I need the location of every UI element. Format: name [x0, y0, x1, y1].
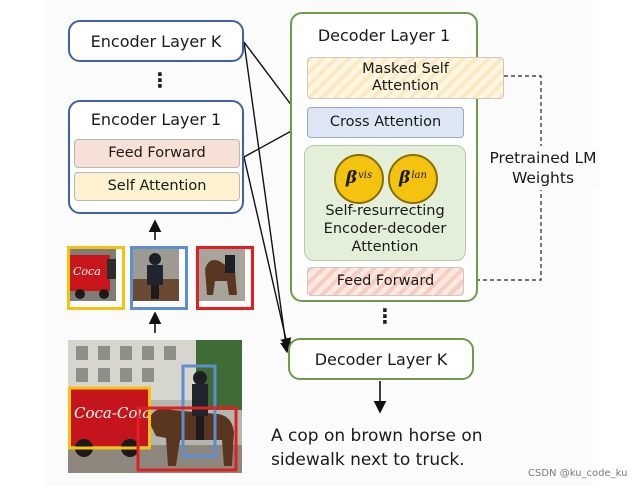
svg-text:Coca-Cola: Coca-Cola: [74, 404, 151, 422]
output-caption: A cop on brown horse on sidewalk next to…: [271, 426, 483, 470]
encoder-layer-1-box: Encoder Layer 1 Feed Forward Self Attent…: [68, 100, 244, 214]
decoder-layer-1-title: Decoder Layer 1: [317, 26, 451, 45]
decoder-layer-k-label: Decoder Layer K: [314, 350, 448, 369]
cross-attention: Cross Attention: [307, 107, 464, 138]
encoder-layer-k-label: Encoder Layer K: [90, 32, 222, 51]
decoder-layer-1-box: Decoder Layer 1 Masked Self Attention Cr…: [290, 12, 504, 302]
decoder-layer-k-box: Decoder Layer K: [288, 338, 474, 380]
encoder-ellipsis: ⋮: [150, 68, 170, 92]
decoder-ellipsis: ⋮: [375, 304, 395, 328]
encoder-feed-forward: Feed Forward: [74, 139, 240, 168]
pretrained-lm-weights-label: Pretrained LM Weights: [487, 146, 599, 190]
encoder-self-attention: Self Attention: [74, 172, 240, 201]
horse-crop-image: [196, 246, 254, 310]
beta-lan-superscript: lan: [411, 170, 427, 182]
masked-self-attention: Masked Self Attention: [307, 57, 504, 99]
arrow-enck-to-deck: [243, 41, 292, 354]
cop-crop-image: [130, 246, 188, 310]
watermark: CSDN @ku_code_ku: [528, 468, 628, 479]
street-scene-photo: Coca-Cola: [68, 340, 242, 473]
self-resurrecting-label: Self-resurrecting Encoder-decoder Attent…: [323, 203, 447, 255]
dashed-connector-bottom: [462, 188, 542, 281]
encoder-layer-1-title: Encoder Layer 1: [90, 110, 222, 129]
encoder-layer-k-box: Encoder Layer K: [68, 20, 244, 62]
arrow-enc1-to-deck: [243, 156, 292, 350]
svg-text:Coca: Coca: [73, 265, 101, 278]
truck-crop-image: Coca: [67, 246, 125, 310]
decoder-feed-forward: Feed Forward: [307, 267, 464, 296]
dashed-connector-top: [462, 75, 542, 146]
beta-vis-superscript: vis: [358, 170, 373, 182]
